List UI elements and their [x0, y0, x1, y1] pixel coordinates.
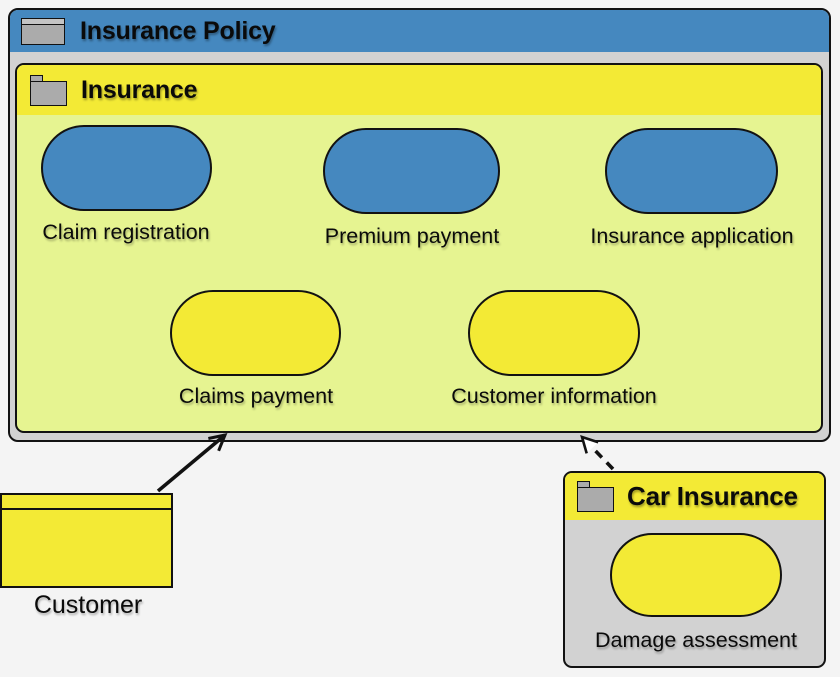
- folder-icon-body: [577, 487, 614, 512]
- container-insurance-policy[interactable]: Insurance Policy Insurance Claim registr…: [8, 8, 831, 442]
- node-premium-payment[interactable]: [323, 128, 500, 214]
- node-claim-registration[interactable]: [41, 125, 212, 211]
- connection-customer-to-insurance[interactable]: [156, 435, 225, 493]
- node-claims-payment[interactable]: [170, 290, 341, 376]
- entity-customer[interactable]: [0, 493, 173, 588]
- container-car-insurance[interactable]: Car Insurance Damage assessment: [563, 471, 826, 668]
- node-damage-assessment-label: Damage assessment: [595, 628, 797, 652]
- container-insurance[interactable]: Insurance Claim registration Premium pay…: [15, 63, 823, 433]
- car-insurance-title: Car Insurance: [627, 481, 798, 511]
- insurance-policy-title: Insurance Policy: [80, 16, 276, 45]
- car-insurance-header: Car Insurance: [565, 473, 824, 520]
- entity-customer-divider: [2, 508, 171, 510]
- node-customer-information-label: Customer information: [451, 384, 657, 408]
- entity-customer-label: Customer: [33, 591, 143, 619]
- node-insurance-application[interactable]: [605, 128, 778, 214]
- insurance-title: Insurance: [81, 75, 198, 104]
- node-claims-payment-label: Claims payment: [178, 384, 334, 408]
- folder-icon: [577, 481, 614, 512]
- business-object-icon-band: [22, 18, 64, 25]
- insurance-header: Insurance: [17, 65, 821, 115]
- folder-icon-body: [30, 80, 67, 106]
- node-insurance-application-label: Insurance application: [590, 224, 794, 248]
- business-object-icon: [21, 17, 65, 45]
- folder-icon: [30, 74, 67, 106]
- node-premium-payment-label: Premium payment: [324, 224, 500, 248]
- insurance-policy-header: Insurance Policy: [10, 10, 829, 52]
- node-damage-assessment[interactable]: [610, 533, 782, 617]
- node-customer-information[interactable]: [468, 290, 640, 376]
- node-claim-registration-label: Claim registration: [42, 220, 210, 244]
